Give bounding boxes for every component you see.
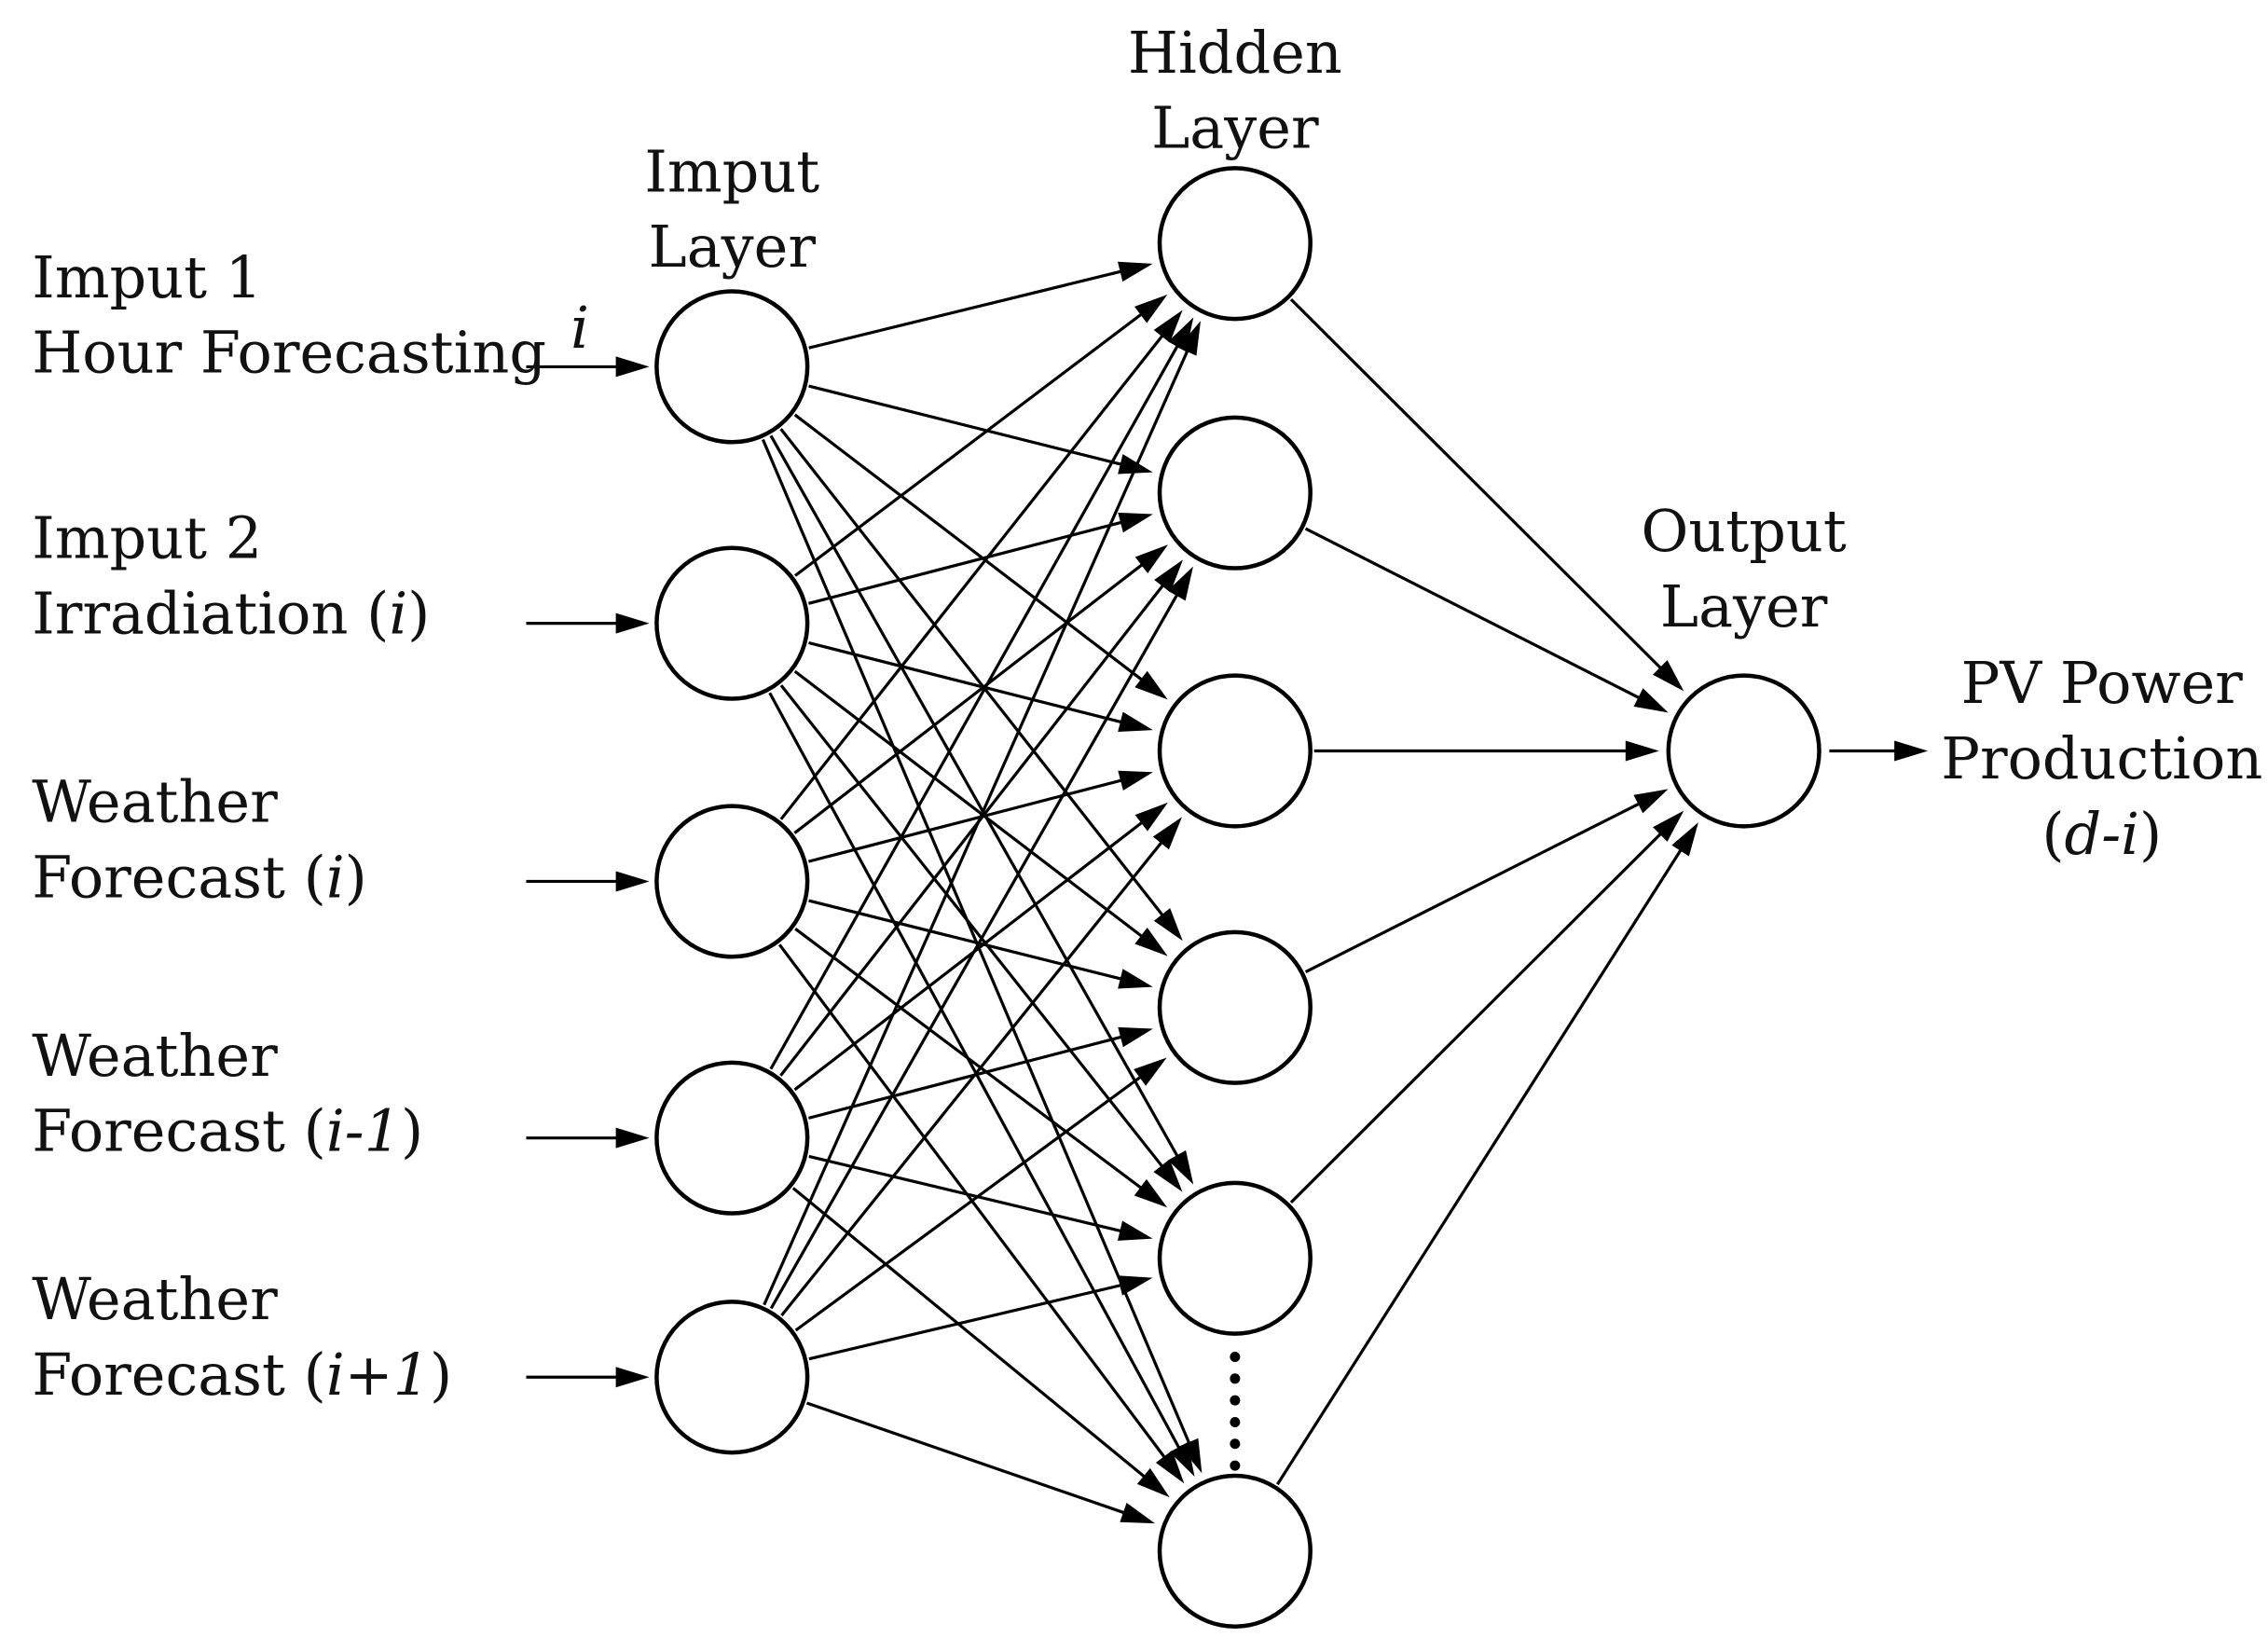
output-label-line-2: Production	[1941, 724, 2262, 792]
edge-hidden-5-output	[1289, 810, 1684, 1204]
input-1-label-line-2: Hour Forecasting	[32, 319, 546, 387]
edge-hidden-4-output	[1304, 789, 1669, 973]
edge-input-5-hidden-4	[794, 1057, 1167, 1332]
edge-input-4-hidden-5	[808, 1154, 1153, 1241]
input-node-2	[654, 545, 810, 701]
edge-input-3-hidden-6	[777, 943, 1185, 1484]
edge-hidden-3-output	[1313, 740, 1659, 762]
edge-input-5-hidden-1	[763, 321, 1202, 1306]
input-node-3	[654, 804, 810, 959]
input-layer-title-line-2: Layer	[649, 213, 817, 281]
neurons	[654, 166, 1821, 1629]
connections	[526, 261, 1929, 1524]
edge-input-1-hidden-4	[779, 428, 1183, 942]
input-2-label-line-1: Imput 2	[32, 504, 262, 572]
hidden-ellipsis	[1230, 1351, 1241, 1471]
edge-input-2-hidden-5	[779, 684, 1183, 1192]
edge-input-1-hidden-2	[808, 384, 1153, 475]
input-5-label-line-1: Weather	[32, 1265, 278, 1333]
hidden-layer-title-line-1: Hidden	[1128, 19, 1342, 87]
edge-hidden-1-output	[1289, 298, 1684, 692]
hidden-node-4	[1157, 929, 1313, 1085]
output-layer-title-line-2: Layer	[1660, 572, 1828, 640]
input-node-1	[654, 289, 810, 445]
input-5-label-line-2: Forecast (i+1)	[32, 1341, 452, 1409]
hidden-node-5	[1157, 1180, 1313, 1336]
edge-input-3-hidden-1	[779, 310, 1183, 820]
edge-input-3-hidden-5	[794, 928, 1168, 1208]
edge-input-2-hidden-1	[794, 294, 1168, 577]
edge-input-3-hidden-3	[808, 770, 1153, 863]
input-3-label-line-2: Forecast (i)	[32, 844, 367, 912]
edge-input-5-hidden-5	[808, 1275, 1153, 1361]
input-arrow-5	[526, 1367, 650, 1388]
edge-input-2-hidden-4	[793, 669, 1168, 956]
input-1-arrow-label: i	[570, 294, 589, 362]
input-arrow-1	[526, 356, 650, 378]
output-label-line-1: PV Power	[1961, 649, 2243, 717]
input-3-label-line-1: Weather	[32, 768, 278, 836]
input-arrow-4	[526, 1127, 650, 1149]
edge-input-2-hidden-6	[768, 692, 1195, 1477]
edge-input-4-hidden-4	[808, 1026, 1153, 1120]
input-node-4	[654, 1060, 810, 1216]
hidden-layer-title-line-2: Layer	[1151, 94, 1319, 162]
input-4-label-line-2: Forecast (i-1)	[32, 1097, 423, 1165]
input-arrow-3	[526, 871, 650, 892]
edge-input-1-hidden-3	[793, 413, 1168, 700]
edge-input-5-hidden-3	[780, 817, 1182, 1317]
edge-input-3-hidden-2	[793, 544, 1168, 834]
output-arrow	[1829, 740, 1929, 762]
input-arrow-2	[526, 612, 650, 634]
edge-hidden-6-output	[1276, 822, 1698, 1486]
output-layer-title-line-1: Output	[1642, 497, 1847, 565]
input-1-label-line-1: Imput 1	[32, 243, 262, 311]
edge-input-4-hidden-3	[793, 802, 1168, 1092]
edge-input-2-hidden-3	[808, 640, 1153, 732]
edge-input-5-hidden-2	[769, 566, 1193, 1310]
edge-input-1-hidden-5	[769, 434, 1194, 1185]
edge-input-1-hidden-1	[808, 261, 1153, 350]
output-label-line-3: (d-i)	[2041, 800, 2162, 868]
edge-hidden-2-output	[1304, 527, 1669, 713]
hidden-node-2	[1157, 415, 1313, 571]
input-layer-title-line-1: Imput	[644, 137, 819, 205]
edge-input-3-hidden-4	[808, 899, 1153, 989]
input-4-label-line-1: Weather	[32, 1022, 278, 1090]
input-node-5	[654, 1300, 810, 1455]
hidden-node-6	[1157, 1473, 1313, 1629]
edge-input-4-hidden-2	[779, 559, 1183, 1077]
edge-input-4-hidden-6	[791, 1187, 1170, 1498]
hidden-node-3	[1157, 673, 1313, 829]
output-node	[1666, 673, 1821, 829]
hidden-node-1	[1157, 166, 1313, 322]
edge-input-5-hidden-6	[805, 1401, 1155, 1524]
input-2-label-line-2: Irradiation (i)	[32, 580, 430, 648]
